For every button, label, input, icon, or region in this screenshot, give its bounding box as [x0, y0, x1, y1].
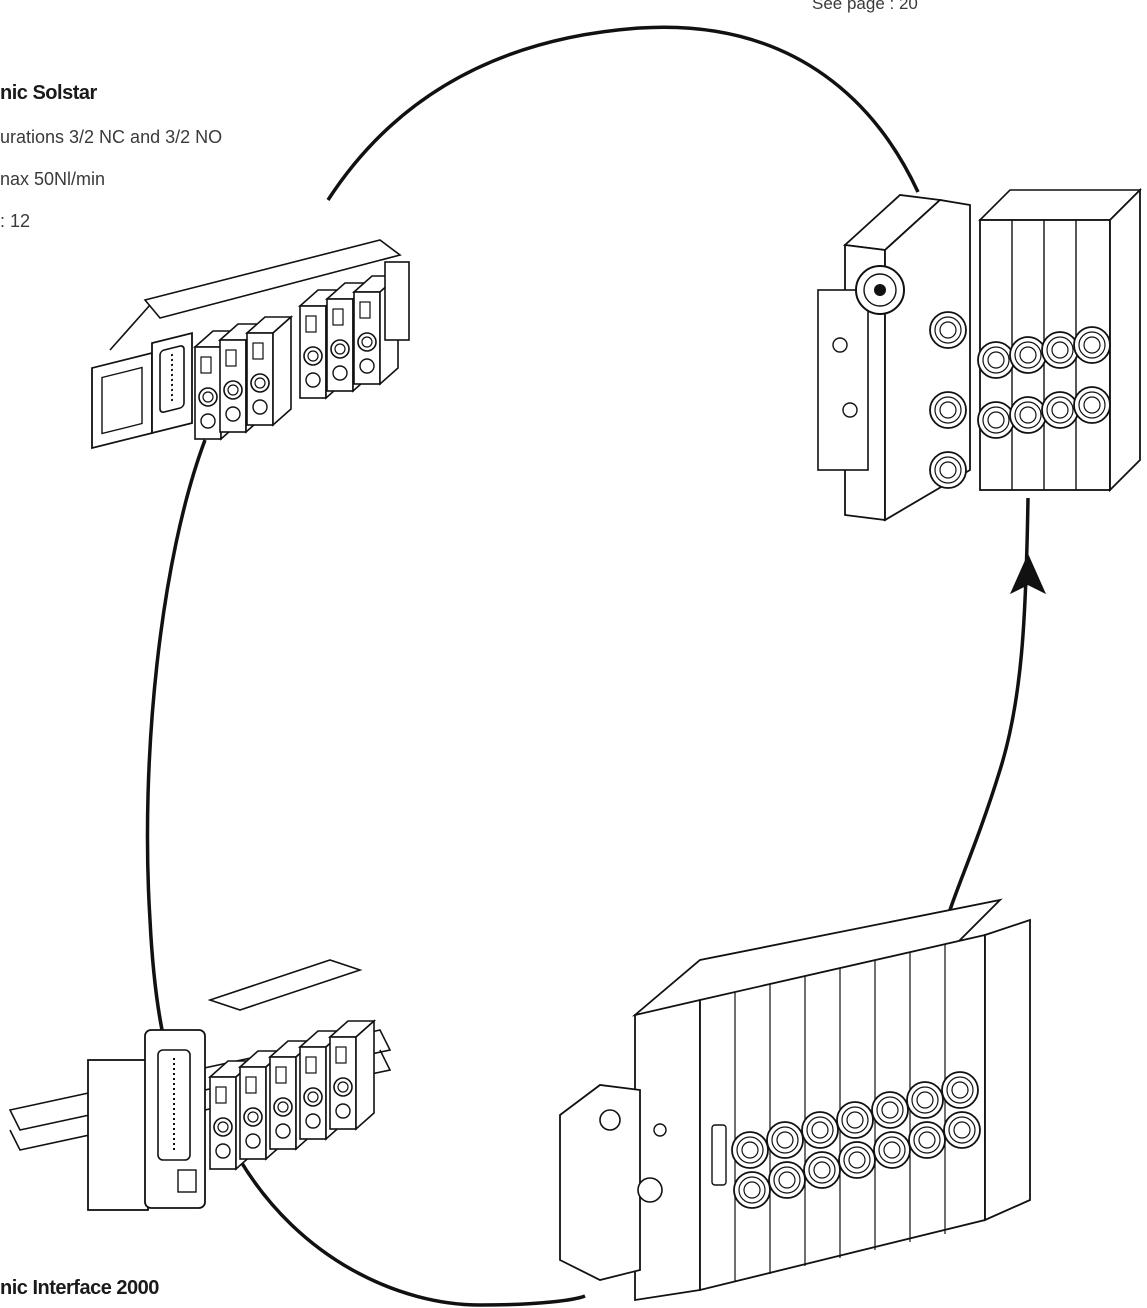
- connector-icon: [711, 1124, 727, 1186]
- solstar-spec-line: urations 3/2 NC and 3/2 NO: [0, 127, 223, 147]
- solstar-spec-line: nax 50Nl/min: [0, 169, 106, 189]
- connector-icon: [855, 265, 905, 315]
- arrow-up-icon: [1009, 553, 1047, 595]
- solstar-spec-line: : 12: [0, 211, 31, 231]
- solstar-title: nic Solstar: [0, 82, 97, 104]
- manifold-top-right-illustration: [817, 187, 1142, 522]
- interface2000-manifold-illustration: [8, 959, 392, 1211]
- port-icon: [929, 311, 967, 489]
- interface2000-title: nic Interface 2000: [0, 1277, 159, 1299]
- cycle-loop-line: [948, 497, 1030, 911]
- cycle-loop-line: [326, 25, 920, 201]
- manifold-bottom-right-illustration: [559, 898, 1031, 1302]
- top-page-reference: See page : 20: [812, 0, 918, 13]
- solstar-manifold-illustration: [91, 239, 410, 450]
- screw-icon: [653, 1123, 667, 1137]
- cycle-loop-line: [238, 1159, 586, 1307]
- cycle-loop-line: [145, 439, 207, 1111]
